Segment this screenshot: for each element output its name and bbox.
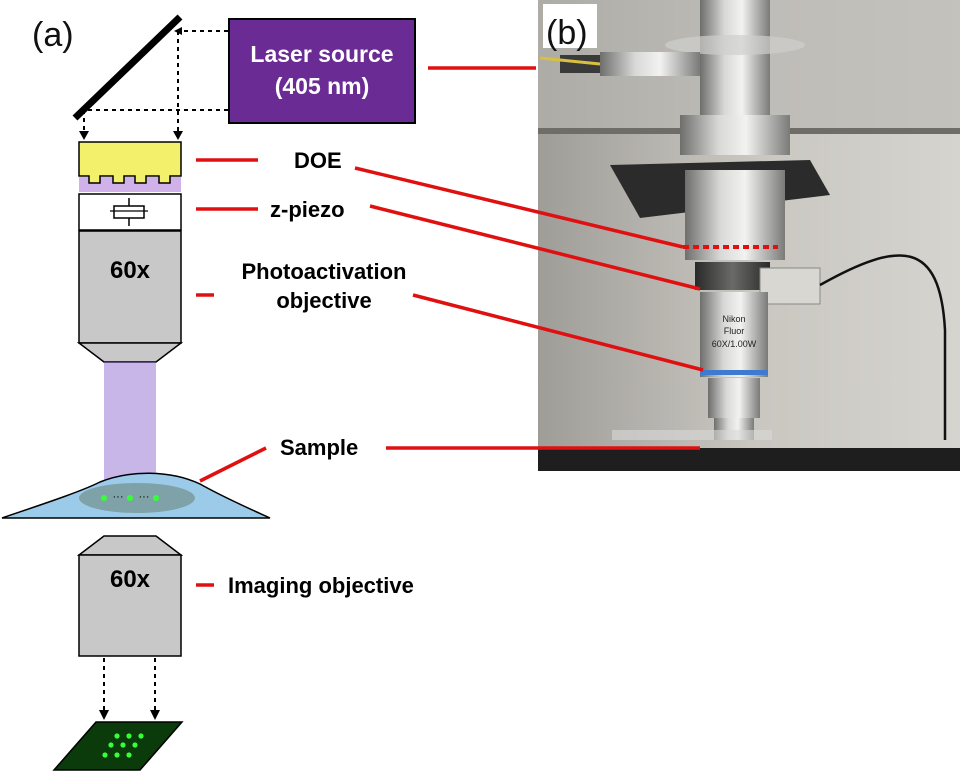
panel-b-label: (b) <box>546 14 588 52</box>
leader-lines-a <box>196 66 536 587</box>
laser-source-label: Laser source <box>250 41 393 67</box>
bottom-objective-magnification: 60x <box>110 566 151 593</box>
svg-text:···: ··· <box>139 491 150 503</box>
imaging-objective <box>76 535 184 657</box>
photoactivation-objective <box>76 230 184 363</box>
mirror <box>72 14 183 121</box>
laser-path-dashed <box>79 27 228 140</box>
activation-spots: ··· ··· <box>101 491 159 503</box>
z-piezo-element <box>78 193 182 231</box>
sample-cell <box>1 472 271 519</box>
imaging-path-dashed <box>99 658 160 720</box>
laser-beams <box>104 362 156 496</box>
doe-element <box>78 141 182 192</box>
objective-spec-text: 60X/1.00W <box>712 339 757 349</box>
photoactivation-label-line1: Photoactivation <box>241 259 406 284</box>
doe-label: DOE <box>294 148 342 173</box>
laser-source-box <box>228 18 416 124</box>
photoactivation-label-line2: objective <box>276 288 371 313</box>
setup-photo: Nikon Fluor 60X/1.00W <box>538 0 960 471</box>
objective-type-text: Fluor <box>724 326 745 336</box>
imaging-objective-label: Imaging objective <box>228 573 414 598</box>
laser-wavelength-label: (405 nm) <box>275 73 370 99</box>
objective-brand-text: Nikon <box>722 314 745 324</box>
top-objective-magnification: 60x <box>110 257 151 284</box>
leader-lines-b <box>354 166 704 450</box>
panel-b-label-bg <box>543 4 597 48</box>
svg-text:···: ··· <box>113 491 124 503</box>
sample-label: Sample <box>280 435 358 460</box>
camera-sensor <box>52 721 184 771</box>
panel-a-label: (a) <box>32 16 74 54</box>
z-piezo-label: z-piezo <box>270 197 345 222</box>
